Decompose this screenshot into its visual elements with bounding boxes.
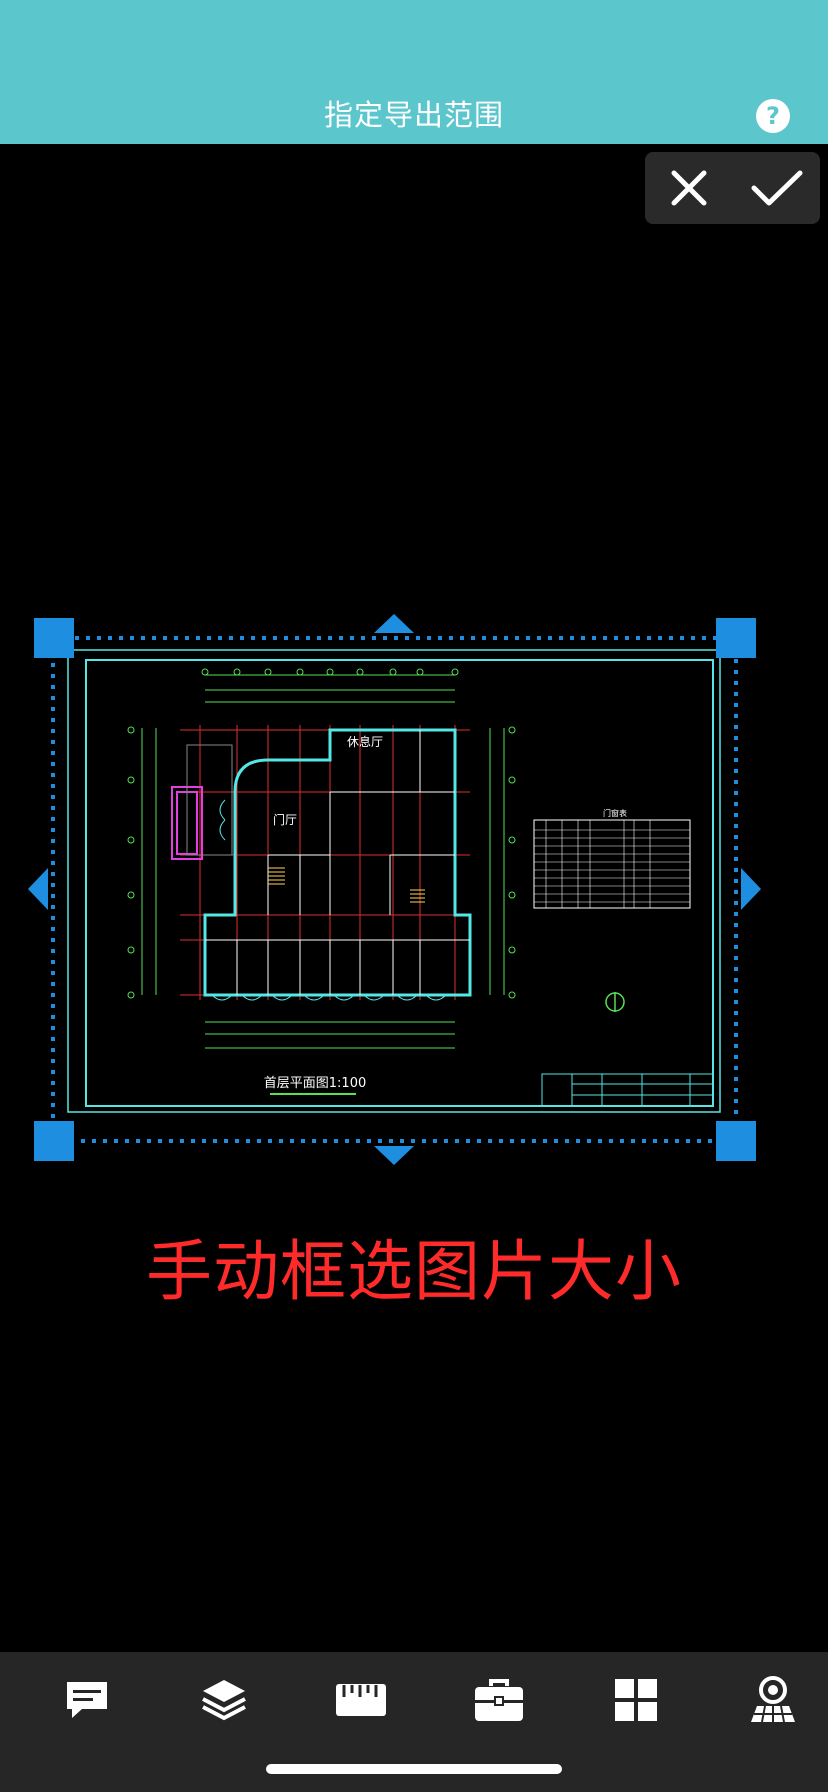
close-icon [671,170,706,206]
stairs [268,867,425,903]
handle-top-right[interactable] [716,618,756,658]
toolbox-icon [475,1679,523,1721]
view-icon [751,1676,795,1723]
layers-icon [202,1680,246,1721]
axis-bubbles [127,668,516,999]
grid-icon [615,1679,657,1721]
handle-top-edge-icon[interactable] [374,614,414,633]
measure-button[interactable] [321,1670,401,1730]
cad-canvas[interactable]: 休息厅 门厅 门窗表 首层平面图1:100 [0,0,828,1200]
sheet-outer-border [67,649,721,1113]
cancel-button[interactable] [645,152,732,224]
schedule-table: 门窗表 [533,808,691,909]
action-panel [645,152,820,224]
building-walls [203,728,472,997]
handle-left-edge-icon[interactable] [28,868,48,910]
confirm-button[interactable] [733,152,820,224]
room-partitions [205,730,470,995]
room-label-lobby: 门厅 [273,812,297,827]
comment-button[interactable] [47,1670,127,1730]
comment-icon [67,1682,107,1718]
grid-button[interactable] [596,1670,676,1730]
door-swings [211,799,447,1001]
handle-bottom-edge-icon[interactable] [374,1146,414,1165]
view-button[interactable] [733,1670,813,1730]
handle-right-edge-icon[interactable] [741,868,761,910]
plan-title: 首层平面图1:100 [264,1076,366,1091]
title-block [541,1073,714,1107]
handle-top-left[interactable] [34,618,74,658]
dimension-lines [141,674,505,1049]
home-indicator [266,1764,562,1774]
layers-button[interactable] [184,1670,264,1730]
column-grid [180,725,470,1000]
handle-bottom-left[interactable] [34,1121,74,1161]
page-title: 指定导出范围 [323,98,504,132]
north-arrow [605,992,625,1012]
ruler-icon [336,1684,386,1716]
handle-bottom-right[interactable] [716,1121,756,1161]
overlay-caption: 手动框选图片大小 [146,1233,682,1310]
schedule-table-title: 门窗表 [603,808,627,818]
selection-frame[interactable] [51,636,738,1143]
entrance-platform [186,744,233,856]
check-icon [751,170,802,206]
room-label-lounge: 休息厅 [347,734,383,749]
sheet-inner-border [85,659,714,1107]
toolbox-button[interactable] [459,1670,539,1730]
help-icon[interactable]: ? [756,99,790,133]
header-bar: 指定导出范围 ? [0,0,828,144]
